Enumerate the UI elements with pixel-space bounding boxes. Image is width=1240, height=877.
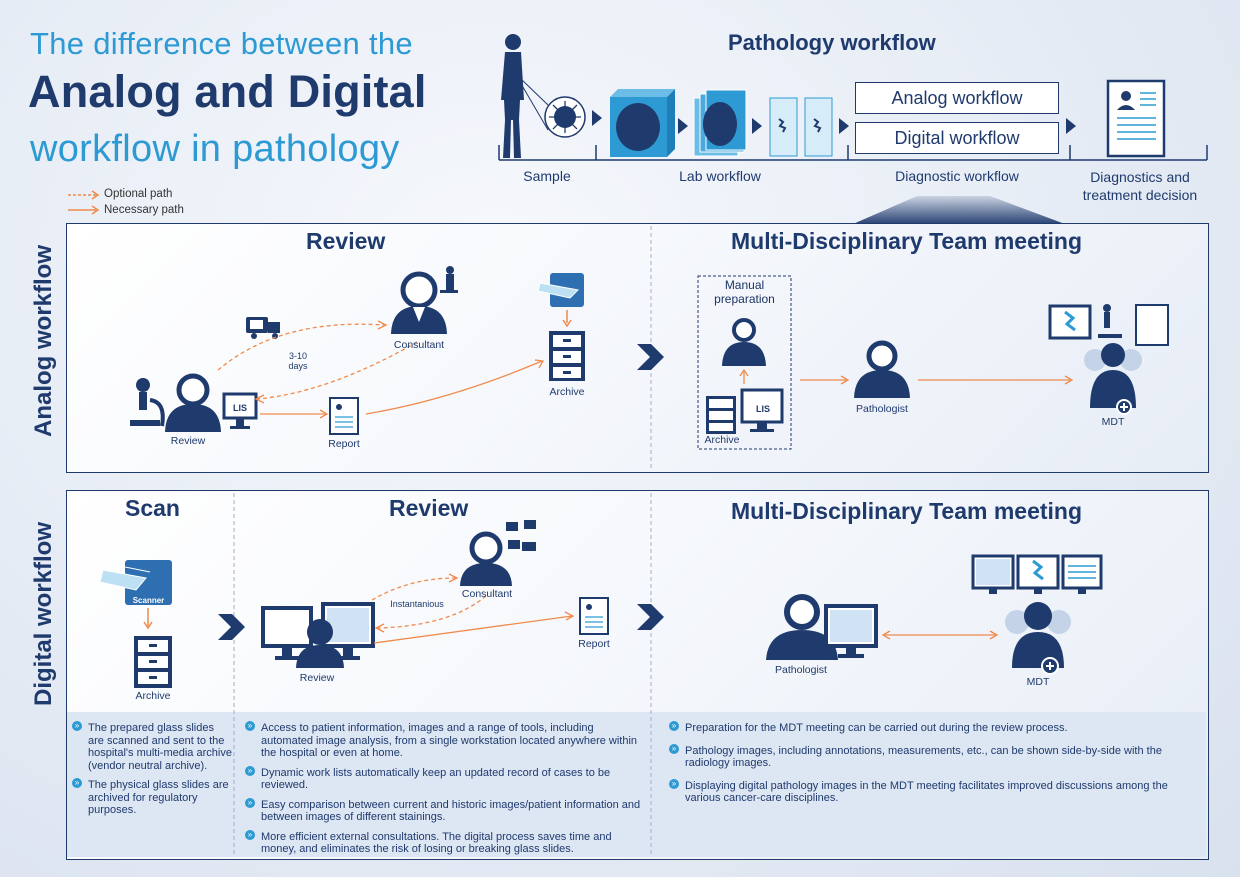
legend-necessary: Necessary path bbox=[104, 204, 184, 216]
legend-optional: Optional path bbox=[104, 188, 173, 200]
digital-consultant-label: Consultant bbox=[461, 588, 513, 600]
scanner-label: Scanner bbox=[132, 596, 165, 605]
analog-review-label: Review bbox=[170, 435, 206, 447]
analog-workflow-box: Analog workflow bbox=[855, 82, 1059, 114]
review-bullet: Dynamic work lists automatically keep an… bbox=[245, 765, 641, 792]
stage-diagnostic: Diagnostic workflow bbox=[895, 168, 1019, 184]
mdt-bullets: Preparation for the MDT meeting can be c… bbox=[669, 721, 1169, 812]
mdt-bullet: Displaying digital pathology images in t… bbox=[669, 778, 1169, 805]
analog-lis-label: LIS bbox=[232, 403, 247, 413]
digital-archive-label: Archive bbox=[135, 690, 171, 702]
analog-report-label: Report bbox=[328, 438, 360, 450]
stage-sample: Sample bbox=[523, 168, 571, 184]
digital-workflow-box: Digital workflow bbox=[855, 122, 1059, 154]
digital-report-label: Report bbox=[578, 638, 610, 650]
stage-lab: Lab workflow bbox=[679, 168, 761, 184]
mdt-bullet: Preparation for the MDT meeting can be c… bbox=[669, 721, 1169, 735]
manual-preparation-label: Manual preparation bbox=[714, 278, 775, 306]
analog-diagram bbox=[130, 226, 1169, 469]
review-bullet: Access to patient information, images an… bbox=[245, 721, 641, 760]
stage-decision: Diagnostics and treatment decision bbox=[1082, 169, 1198, 203]
analog-pathologist-label: Pathologist bbox=[856, 403, 908, 415]
mdt-bullet: Pathology images, including annotations,… bbox=[669, 743, 1169, 770]
title-line3: workflow in pathology bbox=[30, 128, 400, 170]
title-line1: The difference between the bbox=[30, 26, 413, 61]
archive-icon bbox=[549, 331, 585, 381]
pathology-workflow-title: Pathology workflow bbox=[728, 30, 936, 55]
digital-review-title: Review bbox=[389, 495, 469, 521]
review-bullets: Access to patient information, images an… bbox=[245, 721, 641, 863]
instant-label: Instantanious bbox=[390, 599, 444, 609]
scan-bullet: The physical glass slides are archived f… bbox=[72, 778, 232, 817]
digital-scan-title: Scan bbox=[125, 495, 180, 521]
scan-bullet: The prepared glass slides are scanned an… bbox=[72, 721, 232, 772]
digital-mdt-label: MDT bbox=[1026, 676, 1050, 688]
analog-lis2-label: LIS bbox=[755, 404, 770, 414]
review-bullet: Easy comparison between current and hist… bbox=[245, 797, 641, 824]
title-line2: Analog and Digital bbox=[28, 66, 427, 117]
digital-review-label: Review bbox=[299, 672, 335, 684]
consultant-icon bbox=[391, 266, 458, 334]
pathology-workflow-graphic bbox=[498, 34, 1208, 224]
analog-archive2-label: Archive bbox=[704, 434, 740, 446]
analog-mdt-label: MDT bbox=[1101, 416, 1125, 428]
digital-pathologist-label: Pathologist bbox=[775, 664, 827, 676]
analog-panel bbox=[66, 223, 1209, 473]
analog-days-label: 3-10 days bbox=[288, 351, 308, 371]
analog-consultant-label: Consultant bbox=[393, 339, 445, 351]
legend-arrows bbox=[68, 190, 100, 215]
analog-archive-label: Archive bbox=[549, 386, 585, 398]
analog-review-title: Review bbox=[306, 228, 386, 254]
analog-mdt-title: Multi-Disciplinary Team meeting bbox=[731, 228, 1083, 254]
review-bullet: More efficient external consultations. T… bbox=[245, 829, 641, 856]
scan-bullets: The prepared glass slides are scanned an… bbox=[72, 721, 232, 824]
digital-mdt-title: Multi-Disciplinary Team meeting bbox=[731, 498, 1083, 524]
